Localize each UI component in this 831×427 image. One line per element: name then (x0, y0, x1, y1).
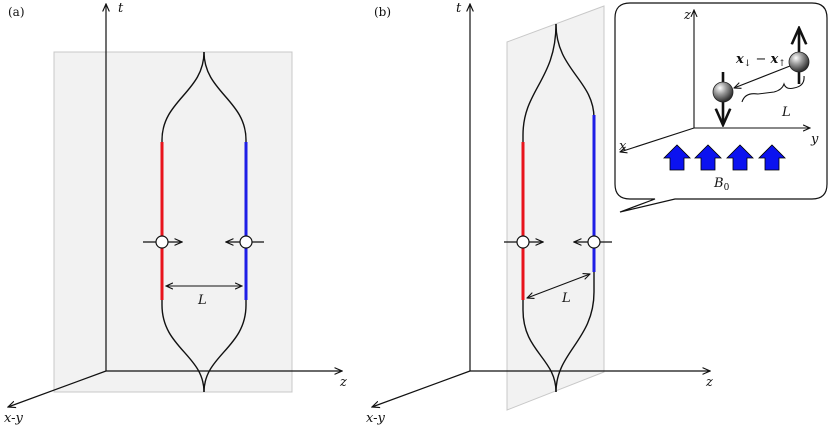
inset-x-axis (620, 127, 695, 152)
panel-b-plane (506, 5, 605, 411)
field-arrow-3 (726, 144, 754, 171)
inset-spin-down-particle (712, 72, 734, 125)
panel-b-xy-label: x-y (366, 411, 385, 426)
panel-a-t-label: t (118, 1, 124, 16)
inset-field-label: B0 (713, 176, 730, 193)
panel-a-particle-left (143, 235, 182, 249)
panel-b-path-left (522, 23, 557, 393)
inset-relative-vector-label: x↓ − x↑ (735, 52, 786, 69)
inset-field-letter: B (713, 176, 724, 191)
inset-spin-up-particle (788, 28, 810, 84)
panel-b: (b) t z x-y L (366, 1, 713, 426)
inset-vector-x2: x (769, 52, 778, 67)
inset-vector-minus: − (751, 52, 770, 67)
panel-a: (a) t z x-y L (4, 1, 347, 426)
inset-relative-vector (734, 65, 791, 88)
panel-a-xy-axis (8, 370, 107, 407)
panel-b-label: (b) (374, 5, 391, 19)
field-arrow-1 (663, 144, 691, 171)
panel-a-particle-right (226, 235, 264, 249)
inset-x-label: x (619, 139, 627, 154)
panel-a-z-label: z (339, 375, 347, 390)
panel-a-label: (a) (8, 5, 25, 19)
field-arrow-2 (694, 144, 722, 171)
panel-b-particle-right (574, 235, 612, 249)
panel-a-separation-label: L (197, 293, 207, 308)
inset-separation-brace (741, 75, 805, 103)
inset-callout: z y x x↓ − x↑ L B0 (614, 2, 828, 213)
inset-vector-sub-down: ↓ (744, 59, 752, 69)
panel-b-separation-arrow (527, 274, 590, 298)
inset-vector-x1: x (735, 52, 744, 67)
panel-b-separation-label: L (561, 291, 571, 306)
panel-a-xy-label: x-y (4, 411, 23, 426)
panel-a-plane (53, 51, 293, 393)
inset-field-subscript: 0 (724, 183, 730, 193)
inset-y-label: y (810, 132, 819, 147)
inset-vector-sub-up: ↑ (778, 59, 786, 69)
field-arrow-4 (758, 144, 786, 171)
inset-separation-label: L (781, 105, 791, 120)
panel-b-z-label: z (705, 375, 713, 390)
panel-b-particle-left (504, 235, 543, 249)
panel-b-xy-axis (372, 370, 471, 407)
panel-b-t-label: t (456, 1, 462, 16)
inset-z-label: z (683, 8, 691, 23)
inset-field-arrows (663, 144, 786, 171)
